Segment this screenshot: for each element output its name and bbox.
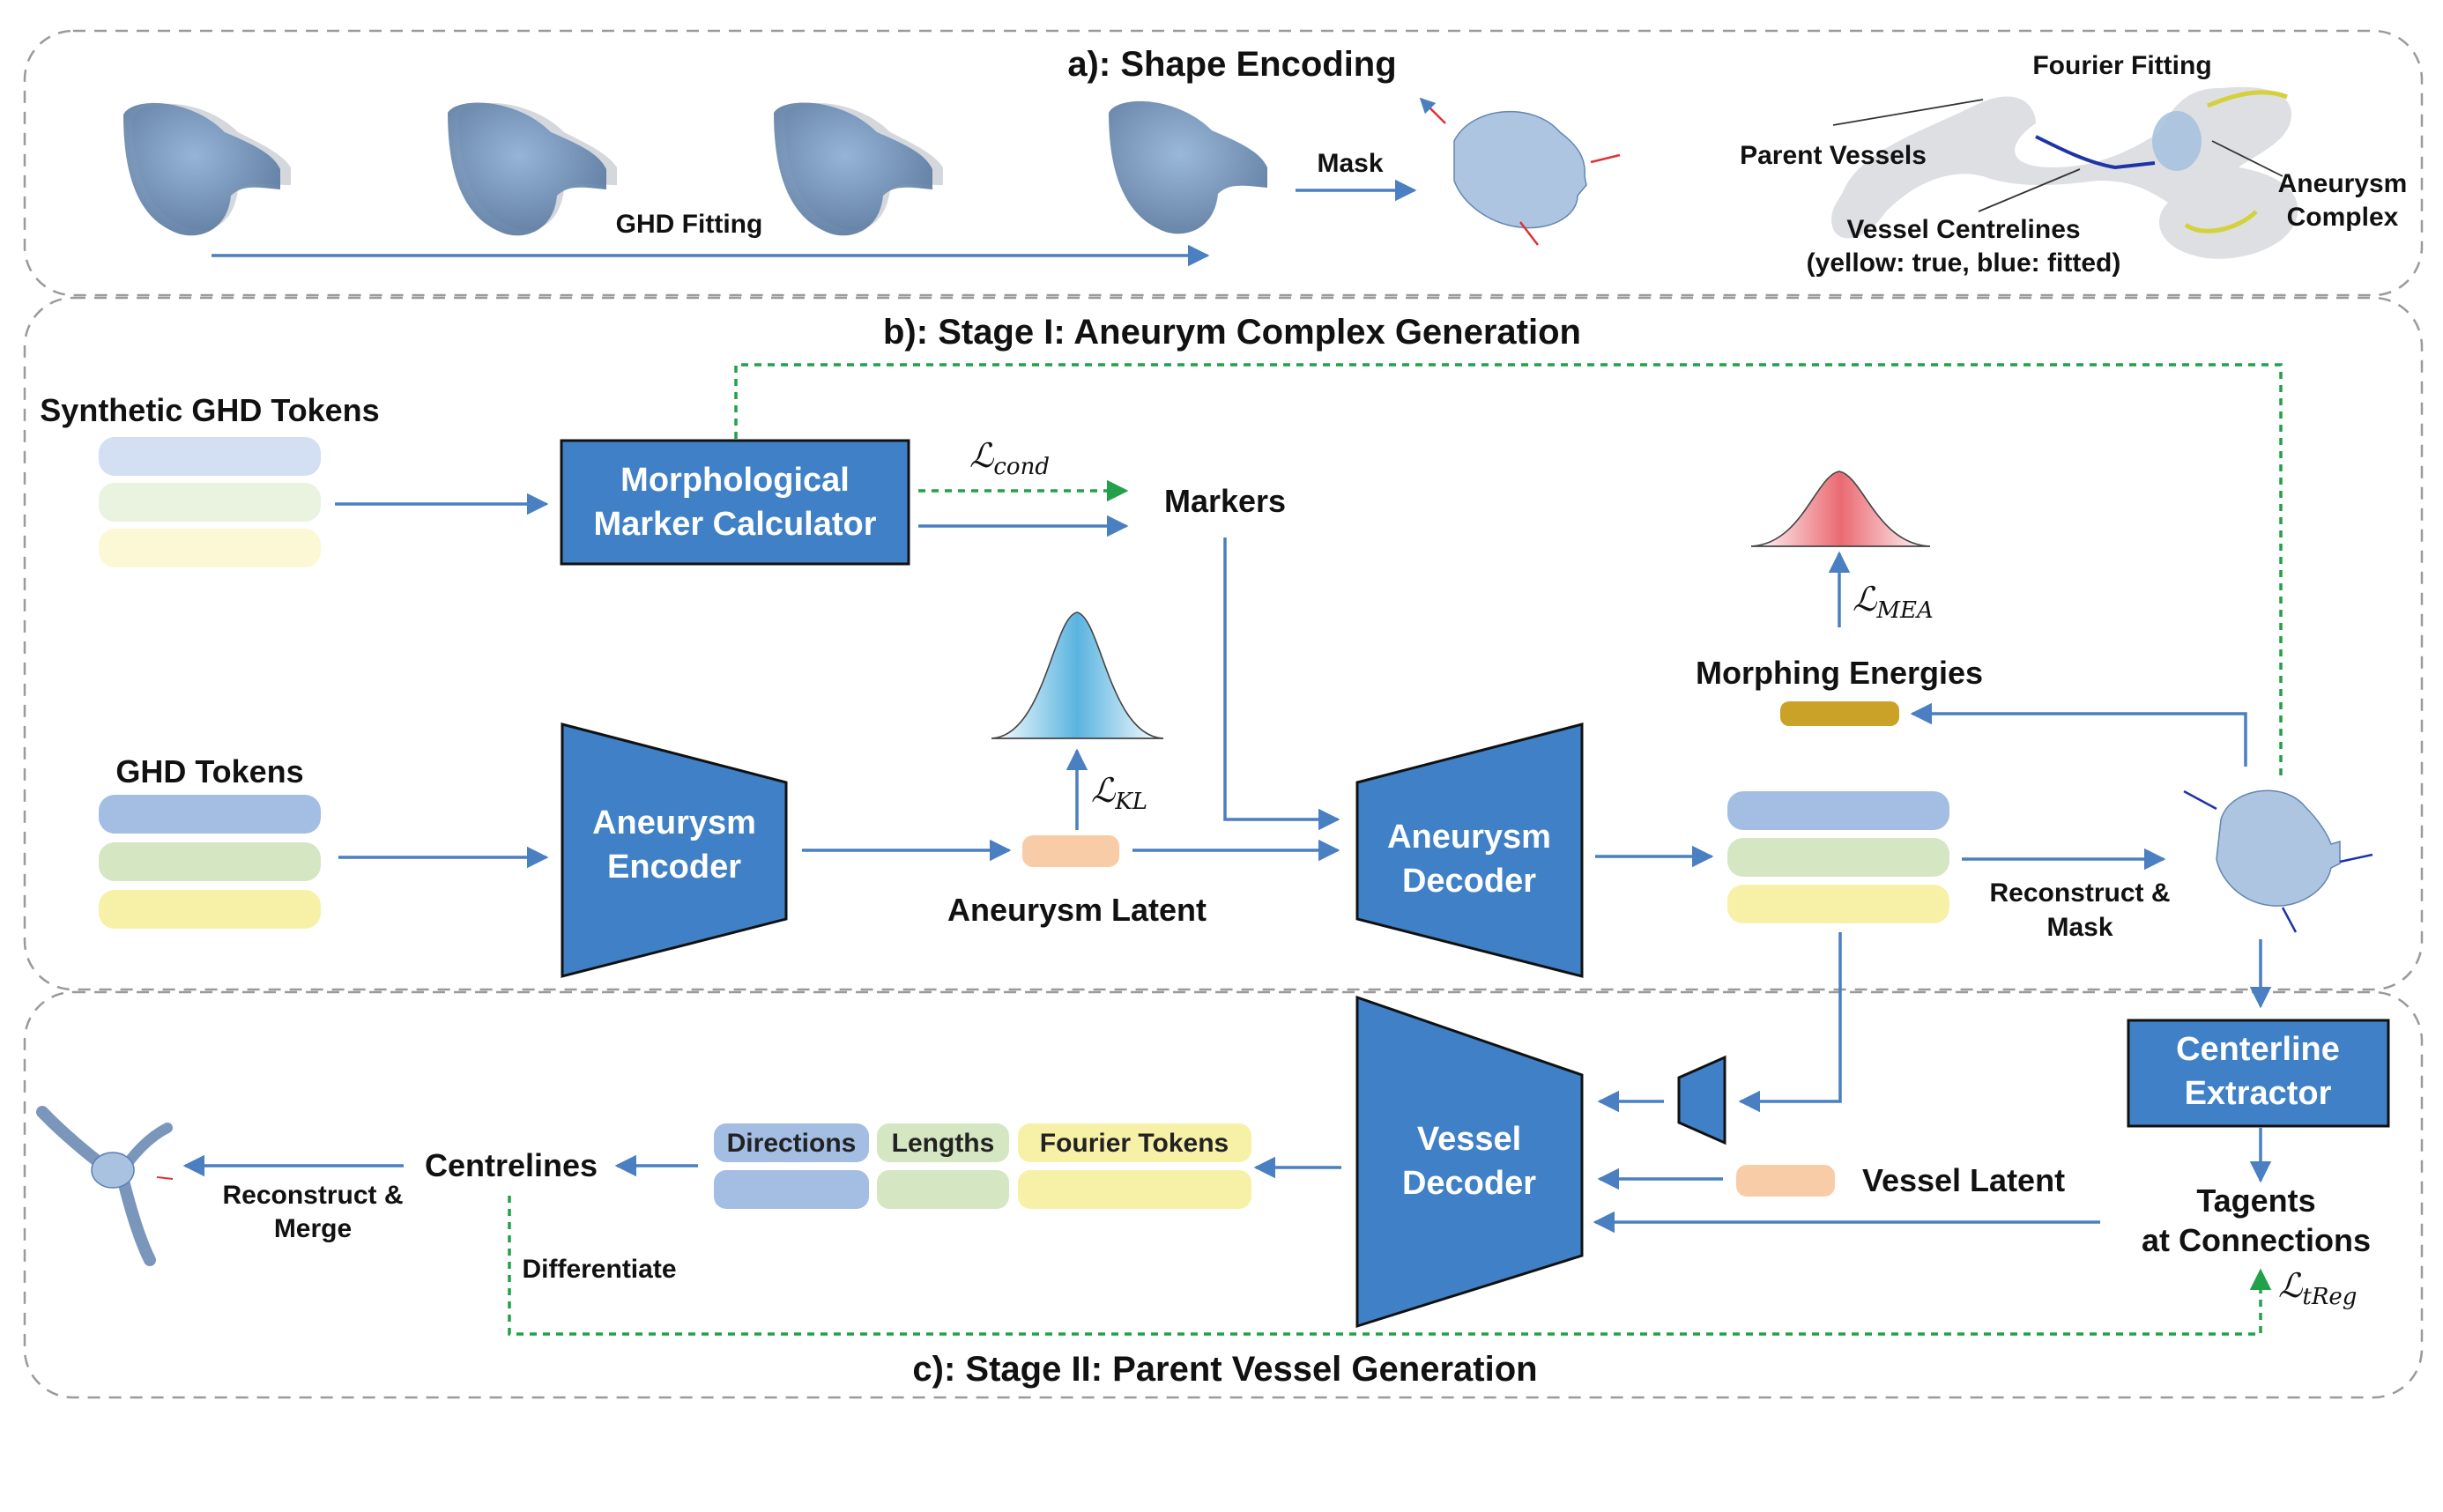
section-b-title: b): Stage I: Aneurym Complex Generation (883, 313, 1581, 352)
differentiate-label: Differentiate (522, 1255, 676, 1284)
morphing-energies-token (1780, 701, 1899, 726)
fourier-tokens-token (1018, 1170, 1251, 1209)
ghd-token-blue (99, 795, 321, 834)
reconstruct-merge-line-1: Reconstruct & (222, 1181, 403, 1210)
directions-header (714, 1123, 869, 1162)
aneurysm-complex-label-1: Aneurysm (2278, 169, 2408, 198)
decoded-token-yellow (1727, 885, 1949, 923)
ghd-token-yellow (99, 890, 321, 929)
ghd-tokens-label: GHD Tokens (115, 753, 303, 789)
decoded-token-blue (1727, 791, 1949, 830)
vessel-decoder-line-2: Decoder (1402, 1165, 1536, 1202)
centrelines-pointer (1978, 168, 2081, 212)
parent-vessels-label: Parent Vessels (1740, 141, 1927, 170)
markers-to-decoder-arrow (1223, 537, 1340, 831)
synthetic-token-green (99, 483, 321, 522)
aneurysm-shape-3 (774, 102, 943, 236)
merged-vessel-shape (36, 1106, 174, 1266)
parent-vessels-pointer (1832, 99, 1984, 126)
morphing-energies-label: Morphing Energies (1696, 655, 1983, 691)
morphological-marker-calculator (560, 439, 910, 566)
section-c-title: c): Stage II: Parent Vessel Generation (912, 1350, 1537, 1389)
fourier-fitting-vessels (1831, 86, 2298, 259)
reconstruct-mask-line-2: Mask (2046, 913, 2113, 942)
section-c-frame (23, 990, 2424, 1399)
encoder-line-1: Aneurysm (592, 804, 756, 841)
directions-token (714, 1170, 869, 1209)
mask-label: Mask (1317, 149, 1383, 178)
centerline-extractor-line-1: Centerline (2176, 1031, 2340, 1068)
l-cond-symbol: ℒcond (969, 436, 1050, 480)
aneurysm-shape-4 (1109, 100, 1267, 234)
reconstruct-mask-line-1: Reconstruct & (1989, 878, 2170, 908)
decoder-line-2: Decoder (1402, 863, 1536, 900)
synthetic-ghd-tokens-label: Synthetic GHD Tokens (40, 392, 379, 428)
centrelines-label: Centrelines (425, 1147, 598, 1183)
aneurysm-encoder (561, 723, 788, 978)
aneurysm-latent-token (1022, 835, 1119, 867)
vessel-decoder (1355, 995, 1584, 1329)
section-b-frame (23, 296, 2424, 991)
decoder-line-1: Aneurysm (1387, 819, 1551, 856)
feedback-dashed-line (734, 363, 2283, 775)
marker-calculator-line-2: Marker Calculator (593, 506, 876, 543)
fourier-fitting-label: Fourier Fitting (2032, 51, 2211, 80)
tangents-line-2: at Connections (2142, 1222, 2371, 1258)
vessel-centrelines-note: (yellow: true, blue: fitted) (1807, 248, 2121, 278)
shape-to-energies-arrow (1910, 702, 2247, 767)
markers-label: Markers (1164, 483, 1286, 519)
centerline-extractor-line-2: Extractor (2185, 1075, 2332, 1112)
lengths-header (877, 1123, 1009, 1162)
kl-gaussian-curve (991, 611, 1164, 739)
directions-label: Directions (727, 1129, 857, 1158)
small-encoder-block (1677, 1055, 1726, 1145)
section-a-title: a): Shape Encoding (1067, 45, 1396, 84)
aneurysm-shape-2 (448, 102, 617, 236)
ghd-fitting-label: GHD Fitting (616, 210, 763, 239)
section-a-frame (23, 29, 2424, 297)
l-mea-symbol: ℒMEA (1853, 580, 1934, 624)
reconstructed-aneurysm-shape (2183, 789, 2373, 933)
synthetic-token-blue (99, 437, 321, 476)
l-treg-symbol: ℒtReg (2278, 1266, 2357, 1310)
differentiate-dashed-line (508, 1196, 2272, 1336)
centerline-extractor (2127, 1019, 2390, 1128)
tangents-line-1: Tagents (2196, 1182, 2315, 1219)
fourier-tokens-label: Fourier Tokens (1040, 1129, 1229, 1158)
lengths-label: Lengths (892, 1129, 995, 1158)
encoder-line-2: Encoder (607, 849, 741, 886)
aneurysm-complex-label-2: Complex (2287, 203, 2399, 232)
aneurysm-shape-1 (123, 102, 291, 236)
decoded-token-green (1727, 838, 1949, 877)
vessel-latent-token (1736, 1165, 1835, 1197)
synthetic-token-yellow (99, 529, 321, 567)
lengths-token (877, 1170, 1009, 1209)
ghd-token-green (99, 842, 321, 881)
mea-gaussian-curve (1750, 471, 1931, 547)
aneurysm-latent-label: Aneurysm Latent (947, 892, 1207, 928)
l-kl-symbol: ℒKL (1091, 771, 1147, 815)
tokens-to-small-encoder-arrow (1738, 932, 1842, 1113)
aneurysm-decoder (1355, 723, 1584, 978)
vessel-decoder-line-1: Vessel (1417, 1121, 1521, 1158)
aneurysm-complex-pointer (2211, 140, 2283, 177)
fourier-tokens-header (1018, 1123, 1251, 1162)
marker-calculator-line-1: Morphological (620, 462, 850, 499)
reconstruct-merge-line-2: Merge (274, 1214, 352, 1243)
vessel-centrelines-label: Vessel Centrelines (1846, 215, 2080, 244)
vessel-latent-label: Vessel Latent (1862, 1162, 2065, 1198)
masked-aneurysm-shape (1419, 97, 1621, 246)
